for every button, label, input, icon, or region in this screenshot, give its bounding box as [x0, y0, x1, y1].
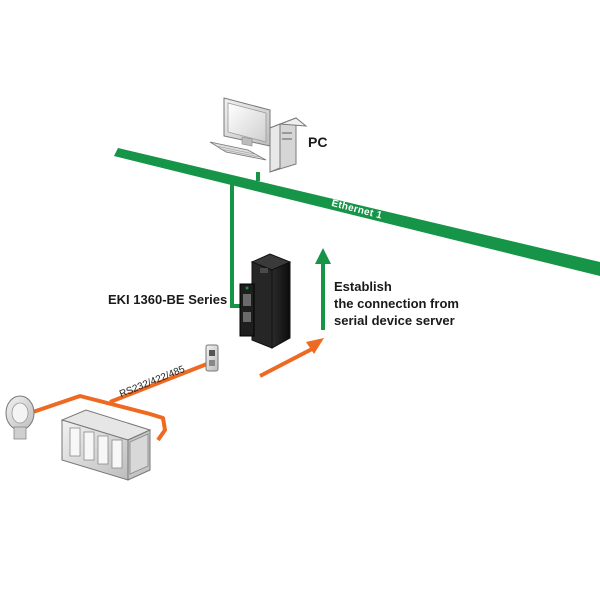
establish-line-3: serial device server [334, 313, 455, 328]
serial-direction-arrow [259, 338, 324, 378]
ethernet-bus [114, 148, 600, 276]
connection-up-arrow [315, 248, 331, 330]
pc-workstation-icon [209, 97, 308, 173]
wall-connector-icon [205, 344, 219, 372]
plc-rack-icon [60, 409, 152, 481]
pc-label: PC [308, 134, 328, 150]
establish-line-2: the connection from [334, 296, 459, 311]
establish-connection-label: Establish the connection from serial dev… [334, 278, 459, 329]
barcode-scanner-icon [5, 395, 35, 440]
device-series-label: EKI 1360-BE Series [108, 292, 228, 307]
establish-line-1: Establish [334, 279, 392, 294]
serial-cable [29, 394, 167, 442]
serial-cable-to-connector [109, 360, 213, 404]
serial-device-server-icon [239, 253, 292, 349]
